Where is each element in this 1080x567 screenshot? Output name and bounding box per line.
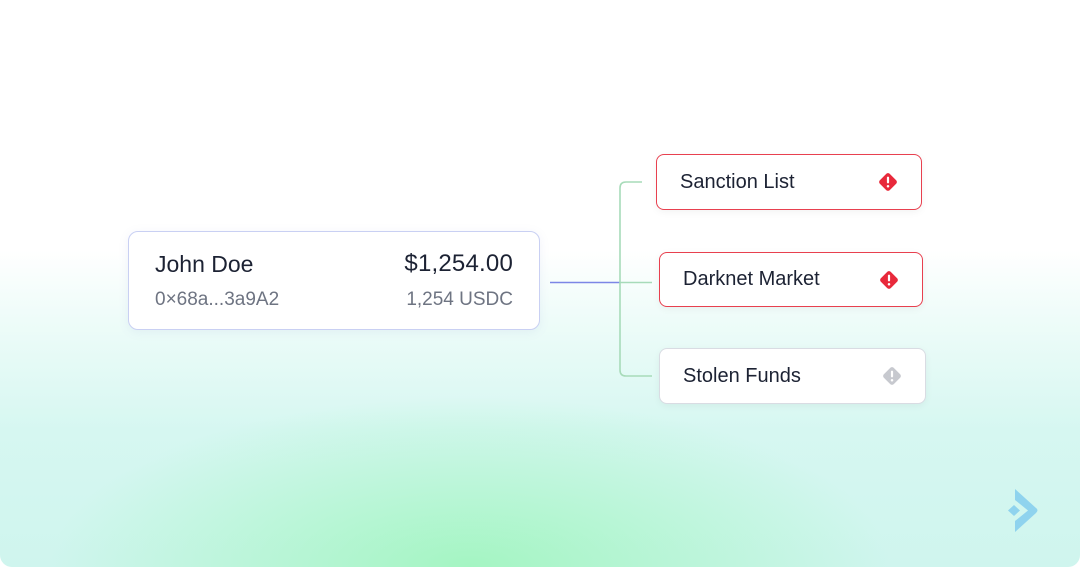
risk-tag-stolen-funds[interactable]: Stolen Funds [659,348,926,404]
warning-diamond-icon [880,270,898,289]
wallet-amount: $1,254.00 [404,250,513,277]
wallet-card[interactable]: John Doe $1,254.00 0×68a...3a9A2 1,254 U… [128,231,540,330]
risk-tag-sanction-list[interactable]: Sanction List [656,154,922,210]
wallet-card-details: 0×68a...3a9A2 1,254 USDC [155,287,513,313]
risk-tag-darknet-market[interactable]: Darknet Market [659,252,923,307]
risk-tag-label: Sanction List [680,170,795,193]
connector-branch-line [619,181,652,377]
warning-diamond-icon [883,367,901,385]
brand-logo-icon [1008,489,1038,532]
risk-tag-label: Darknet Market [683,268,820,290]
wallet-name: John Doe [155,250,254,277]
warning-diamond-icon [879,173,897,191]
wallet-address: 0×68a...3a9A2 [155,289,280,310]
wallet-token-amount: 1,254 USDC [406,289,513,310]
risk-tag-label: Stolen Funds [683,364,801,387]
wallet-card-header: John Doe $1,254.00 [155,250,513,278]
